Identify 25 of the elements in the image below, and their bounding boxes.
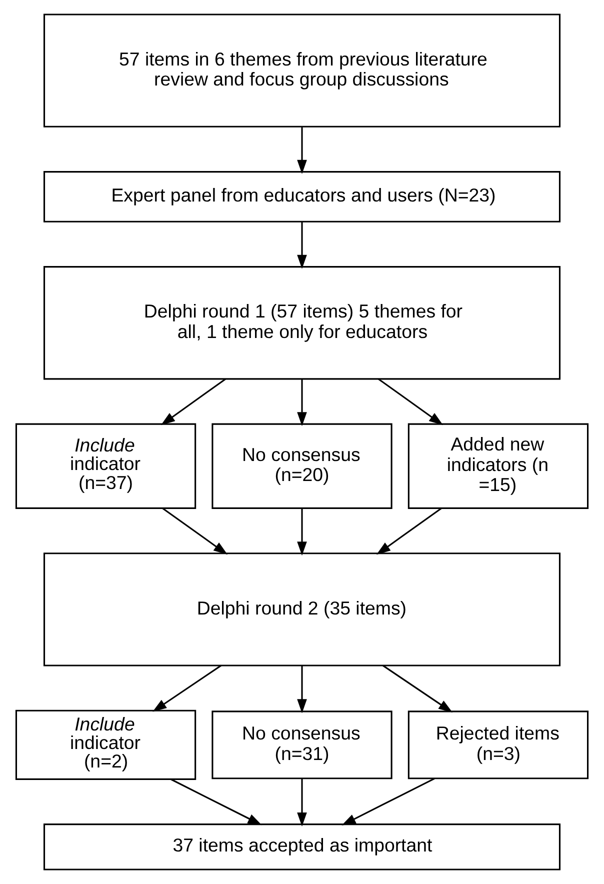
arrow	[152, 664, 222, 712]
node-box: No consensus (n=20)	[212, 423, 392, 509]
arrow	[297, 666, 307, 714]
node-box: 37 items accepted as important	[43, 824, 561, 870]
arrow	[297, 222, 307, 269]
arrow	[342, 778, 435, 826]
arrow	[376, 508, 442, 555]
arrow	[382, 664, 453, 713]
node-box: Added new indicators (n =15)	[408, 423, 589, 509]
node-box: No consensus (n=31)	[212, 710, 392, 780]
node-box: 57 items in 6 themes from previous literature review and focus group discussions	[43, 14, 561, 128]
arrow	[162, 508, 228, 555]
arrow	[297, 778, 307, 826]
node-box: Include indicator (n=37)	[15, 423, 196, 509]
arrow	[160, 378, 226, 426]
node-box: Delphi round 2 (35 items)	[43, 552, 561, 666]
node-box: Expert panel from educators and users (N=23)	[43, 171, 561, 222]
arrow	[297, 127, 307, 174]
node-box: Include indicator (n=2)	[15, 710, 196, 780]
arrow	[297, 508, 307, 556]
node-box: Delphi round 1 (57 items) 5 themes for all, 1 theme only for educators	[43, 266, 561, 380]
arrow	[170, 778, 262, 826]
arrow	[378, 378, 444, 426]
node-box: Rejected items (n=3)	[408, 710, 589, 780]
arrow	[297, 379, 307, 426]
